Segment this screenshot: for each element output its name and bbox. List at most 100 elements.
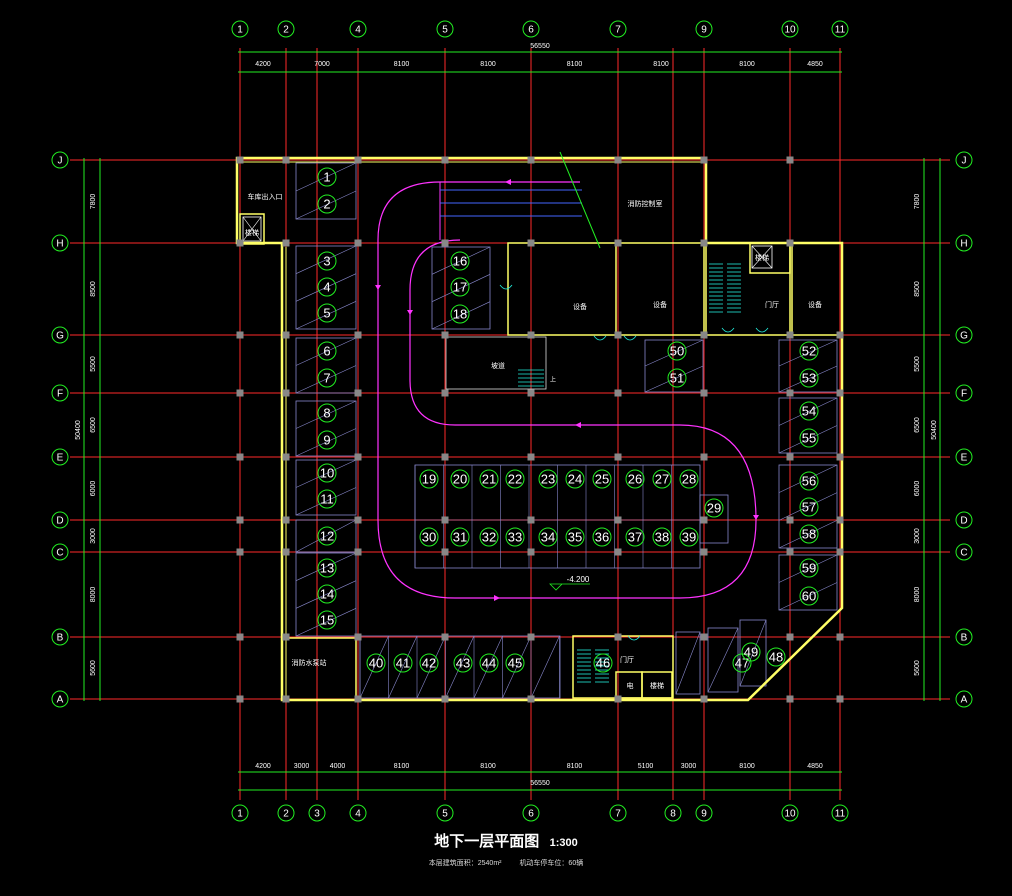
column	[786, 633, 794, 641]
column	[441, 453, 449, 461]
door-swing	[721, 327, 735, 333]
space-number: 46	[596, 655, 610, 670]
space-diagonal	[473, 635, 503, 699]
space-number-circle	[450, 304, 470, 324]
space-diagonal	[778, 582, 838, 611]
space-number: 40	[369, 655, 383, 670]
column	[441, 633, 449, 641]
north-stair-wall	[239, 213, 265, 245]
dim-text: 56550	[530, 43, 550, 50]
grid-bubble	[51, 384, 69, 402]
space-number: 44	[482, 655, 496, 670]
grid-bubble	[781, 804, 799, 822]
space-number-circle	[625, 527, 645, 547]
space-number-circle	[317, 403, 337, 423]
column	[614, 548, 622, 556]
room-label: 楼梯	[650, 681, 664, 690]
column	[282, 453, 290, 461]
space-number-circle	[450, 469, 470, 489]
room-label: 电	[627, 681, 634, 690]
room-label: 消防控制室	[628, 199, 663, 208]
space-diagonal	[295, 337, 357, 366]
space-diagonal	[739, 619, 767, 687]
space-diagonal	[707, 627, 739, 693]
space-diagonal	[359, 635, 389, 699]
grid-label: 4	[355, 809, 361, 820]
space-number-circle	[799, 401, 819, 421]
grid-label: A	[57, 695, 64, 706]
grid-bubble	[609, 804, 627, 822]
space-number-circle	[450, 527, 470, 547]
grid-bubble	[231, 20, 249, 38]
column	[527, 389, 535, 397]
space-number-circle	[652, 469, 672, 489]
column	[527, 453, 535, 461]
stair-box-x	[242, 216, 262, 242]
room-label: 设备	[808, 300, 822, 309]
space-number: 56	[802, 473, 816, 488]
column	[786, 389, 794, 397]
space-number: 12	[320, 528, 334, 543]
grid-bubble	[522, 20, 540, 38]
grid-label: 8	[670, 809, 676, 820]
space-number-circle	[317, 489, 337, 509]
space-number: 15	[320, 612, 334, 627]
space-number: 24	[568, 471, 582, 486]
column	[614, 633, 622, 641]
ramp-up-mark: 上	[550, 376, 556, 384]
column	[282, 156, 290, 164]
dim-text: 5500	[90, 356, 97, 372]
grid-label: H	[960, 239, 967, 250]
grid-label: 5	[442, 25, 448, 36]
space-number: 52	[802, 343, 816, 358]
space-number-circle	[652, 527, 672, 547]
space-number-circle	[592, 527, 612, 547]
grid-bubble	[609, 20, 627, 38]
grid-bubble	[695, 804, 713, 822]
dim-text: 3000	[294, 763, 310, 770]
dim-text: 8100	[480, 61, 496, 68]
space-diagonal	[431, 301, 491, 330]
space-diagonal	[644, 365, 704, 393]
dim-text: 4200	[255, 61, 271, 68]
space-diagonal	[295, 428, 357, 457]
column	[786, 548, 794, 556]
space-number-circle	[704, 498, 724, 518]
grid-bubble	[955, 690, 973, 708]
column	[236, 239, 244, 247]
space-number-circle	[799, 341, 819, 361]
space-number: 58	[802, 526, 816, 541]
grid-bubble	[231, 804, 249, 822]
dim-text: 6500	[90, 417, 97, 433]
space-diagonal	[295, 552, 357, 581]
stair-box	[242, 216, 262, 242]
space-number: 28	[682, 471, 696, 486]
column	[700, 331, 708, 339]
space-number-circle	[479, 469, 499, 489]
column	[282, 548, 290, 556]
route-arrow	[494, 595, 500, 601]
space-number-circle	[317, 558, 337, 578]
drawing-notes: 本层建筑面积：2540m² 机动车停车位：60辆	[0, 858, 1012, 868]
room-label: 车库出入口	[248, 192, 283, 201]
grid-label: C	[56, 548, 63, 559]
space-number-circle	[317, 463, 337, 483]
space-number-circle	[766, 647, 786, 667]
space-number-circle	[593, 653, 613, 673]
space-number-circle	[799, 428, 819, 448]
space-number: 60	[802, 588, 816, 603]
space-number-circle	[419, 653, 439, 673]
door-swing	[755, 327, 769, 333]
space-diagonal	[778, 365, 838, 393]
driveway-route	[375, 151, 759, 601]
grid-bubble	[436, 20, 454, 38]
column	[236, 548, 244, 556]
space-diagonal	[530, 635, 560, 699]
grid-bubble	[955, 628, 973, 646]
space-number: 45	[508, 655, 522, 670]
space-number: 37	[628, 529, 642, 544]
grid-bubble	[955, 151, 973, 169]
space-diagonal	[295, 519, 357, 553]
dim-text: 6000	[914, 481, 921, 497]
space-diagonal	[388, 635, 418, 699]
